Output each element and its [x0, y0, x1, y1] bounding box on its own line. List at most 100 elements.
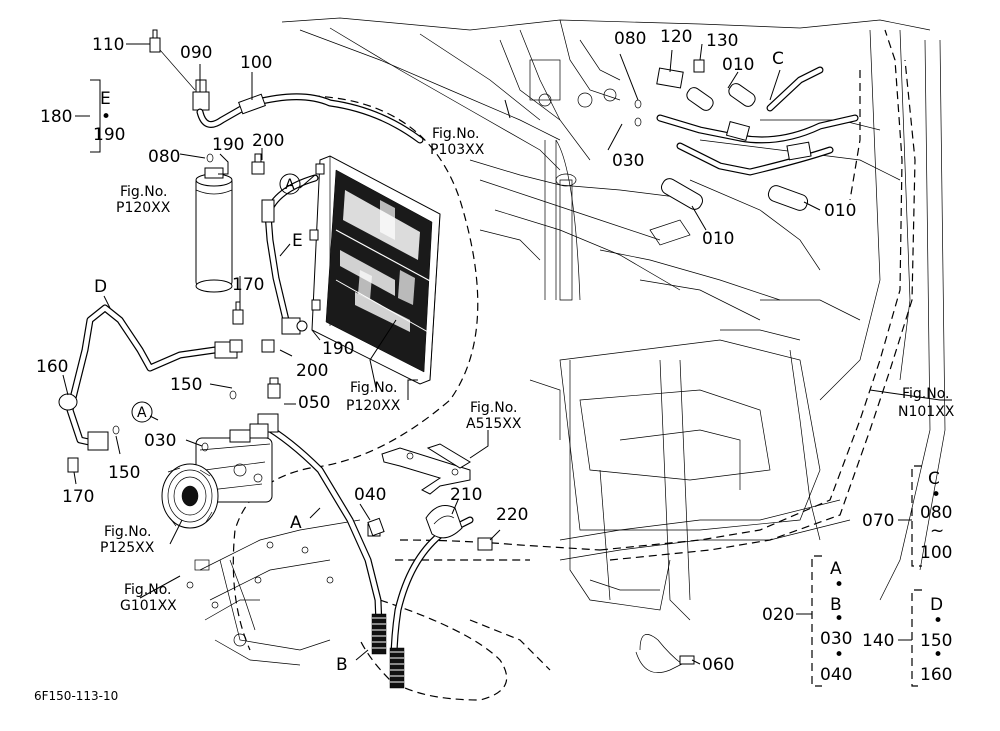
figref-p125-line2: P125XX [100, 540, 155, 556]
hose-c [656, 66, 859, 176]
circled-a-2 [131, 401, 153, 423]
group-020-item-5: • [834, 645, 844, 665]
group-020-item-3: • [834, 609, 844, 629]
compressor-clutch [161, 463, 219, 529]
figref-g101-line2: G101XX [120, 598, 177, 614]
callout-160: 160 [36, 357, 68, 377]
callout-080a: 080 [148, 147, 180, 167]
callout-a-circ2: A [137, 405, 147, 421]
compressor [161, 423, 273, 529]
callout-labels: 110 090 100 180 E • 190 080 190 200 A E … [36, 27, 856, 675]
condenser [309, 155, 441, 385]
group-070-item-4: 100 [920, 543, 952, 563]
receiver-drier [195, 167, 233, 293]
callout-030b: 030 [612, 151, 644, 171]
band-060 [635, 634, 695, 673]
callout-180: 180 [40, 107, 72, 127]
condenser-core [325, 169, 433, 373]
circled-a-1 [279, 173, 301, 195]
callout-010b: 010 [702, 229, 734, 249]
insulator-sleeves [661, 83, 809, 211]
group-020-item-6: 040 [820, 665, 852, 685]
figref-n101-line1: Fig.No. [902, 386, 950, 402]
pressure-switch [149, 29, 210, 111]
group-020-item-1: • [834, 575, 844, 595]
group-070-item-2: 080 [920, 503, 952, 523]
bracket-a515 [381, 443, 471, 495]
hose-a-crimp [371, 613, 387, 655]
callout-030a: 030 [144, 431, 176, 451]
clamp-210 [425, 505, 463, 539]
group-140-item-4: 160 [920, 665, 952, 685]
callout-010c: 010 [824, 201, 856, 221]
figref-p120b-line1: Fig.No. [350, 380, 398, 396]
callout-080b: 080 [614, 29, 646, 49]
figref-p125-line1: Fig.No. [104, 524, 152, 540]
callout-200a: 200 [252, 131, 284, 151]
callout-170a: 170 [232, 275, 264, 295]
callout-190c: 190 [322, 339, 354, 359]
dashed-boundaries [232, 29, 916, 701]
group-140-item-1: • [933, 611, 943, 631]
group-140-item-2: 150 [920, 631, 952, 651]
figref-g101-line1: Fig.No. [124, 582, 172, 598]
callout-e-top: E [100, 89, 111, 109]
callout-a-low: A [290, 513, 302, 533]
hose-d [58, 304, 243, 451]
figref-n101-line2: N101XX [898, 404, 955, 420]
callout-a-circ1: A [285, 177, 295, 193]
figref-p120b-line2: P120XX [346, 398, 401, 414]
callout-090: 090 [180, 43, 212, 63]
group-020: 020 A • B • 030 • 040 [762, 555, 852, 687]
group-140-item-3: • [933, 645, 943, 665]
figref-p103-line2: P103XX [430, 142, 485, 158]
callout-150b: 150 [108, 463, 140, 483]
callout-200b: 200 [296, 361, 328, 381]
group-070-item-3: ~ [930, 521, 944, 541]
callout-040: 040 [354, 485, 386, 505]
callout-150a: 150 [170, 375, 202, 395]
group-140: 140 D • 150 • 160 [862, 589, 952, 687]
cab-frame-outline [281, 17, 946, 621]
callout-010a: 010 [722, 55, 754, 75]
callout-c-top: C [772, 49, 784, 69]
callout-170b: 170 [62, 487, 94, 507]
group-070-item-0: C [928, 469, 940, 489]
hose-a [257, 413, 387, 655]
callout-220: 220 [496, 505, 528, 525]
group-070-item-1: • [931, 485, 941, 505]
figref-p120a-line2: P120XX [116, 200, 171, 216]
group-140-num: 140 [862, 631, 894, 651]
callout-120: 120 [660, 27, 692, 47]
callout-d: D [94, 277, 107, 297]
callout-e-mid: E [292, 231, 303, 251]
callout-110: 110 [92, 35, 124, 55]
callout-130: 130 [706, 31, 738, 51]
fittings [67, 59, 705, 551]
callout-100: 100 [240, 53, 272, 73]
figref-a515-line1: Fig.No. [470, 400, 518, 416]
figure-references: Fig.No. P103XX Fig.No. P120XX Fig.No. P1… [100, 126, 955, 614]
group-020-item-4: 030 [820, 629, 852, 649]
drawing-code: 6F150-113-10 [34, 689, 118, 703]
figref-a515-line2: A515XX [466, 416, 522, 432]
figref-p120a-line1: Fig.No. [120, 184, 168, 200]
callout-190b: 190 [212, 135, 244, 155]
hose-e [261, 174, 319, 335]
figref-p103-line1: Fig.No. [432, 126, 480, 142]
group-020-item-0: A [830, 559, 842, 579]
callout-050: 050 [298, 393, 330, 413]
callout-b-low: B [336, 655, 348, 675]
chassis-frame [186, 519, 361, 666]
hose-b-crimp [389, 647, 405, 689]
group-020-num: 020 [762, 605, 794, 625]
callout-210: 210 [450, 485, 482, 505]
callout-060: 060 [702, 655, 734, 675]
callout-dot-180: • [101, 107, 111, 127]
group-070-num: 070 [862, 511, 894, 531]
hose-100 [196, 93, 424, 144]
group-070: 070 C • 080 ~ 100 [862, 465, 952, 567]
group-140-item-0: D [930, 595, 943, 615]
